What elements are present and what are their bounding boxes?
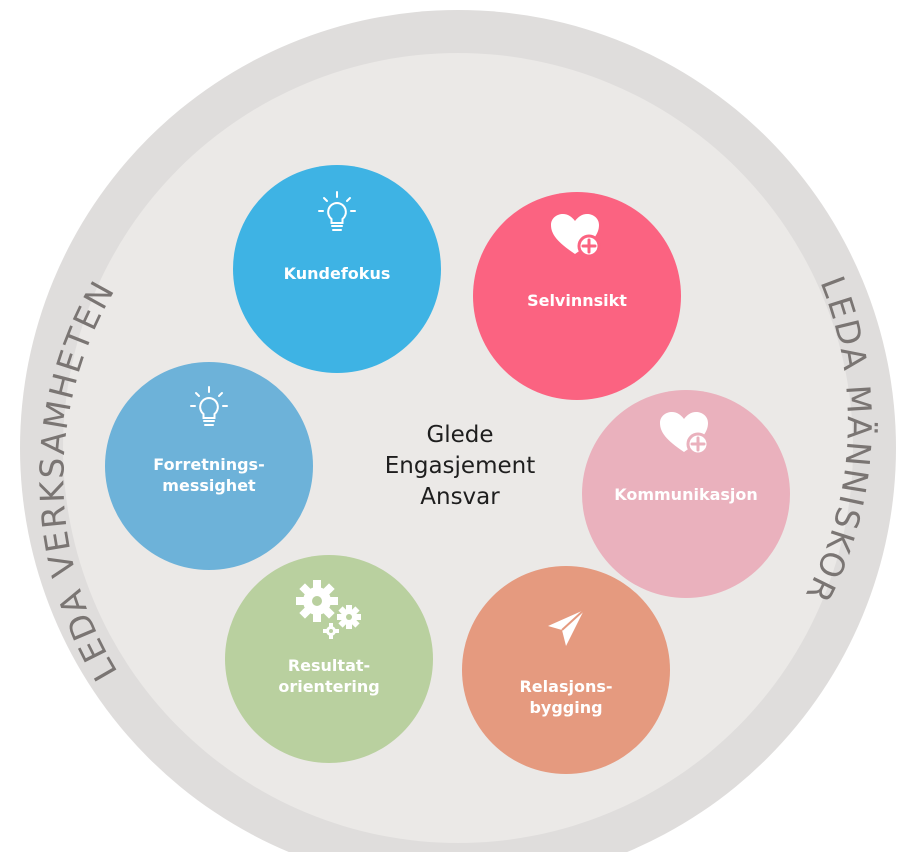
bubble-selvinnsikt: Selvinnsikt — [473, 192, 681, 400]
center-line-3: Ansvar — [420, 484, 500, 510]
bubble-label: Selvinnsikt — [527, 291, 627, 310]
bubble-label: Kundefokus — [283, 264, 391, 283]
bubble-label: Resultat- orientering — [278, 656, 380, 696]
heart-plus-icon — [660, 412, 710, 456]
center-values: Glede Engasjement Ansvar — [300, 420, 620, 513]
bubble-resultatorientering: Resultat- orientering — [225, 555, 433, 763]
gears-icon — [296, 580, 361, 639]
paper-plane-icon — [548, 609, 585, 646]
bubble-label: Forretnings- messighet — [153, 455, 265, 495]
center-line-2: Engasjement — [384, 453, 536, 479]
bubble-forretningsmessighet: Forretnings- messighet — [105, 362, 313, 570]
heart-plus-icon — [551, 214, 601, 258]
lightbulb-icon — [318, 191, 356, 231]
bubble-label: Kommunikasjon — [614, 485, 758, 504]
center-line-1: Glede — [426, 422, 494, 448]
bubble-kundefokus: Kundefokus — [233, 165, 441, 373]
bubble-relasjonsbygging: Relasjons- bygging — [462, 566, 670, 774]
bubble-label: Relasjons- bygging — [519, 677, 613, 717]
lightbulb-icon — [190, 386, 228, 426]
bubble-kommunikasjon: Kommunikasjon — [582, 390, 790, 598]
